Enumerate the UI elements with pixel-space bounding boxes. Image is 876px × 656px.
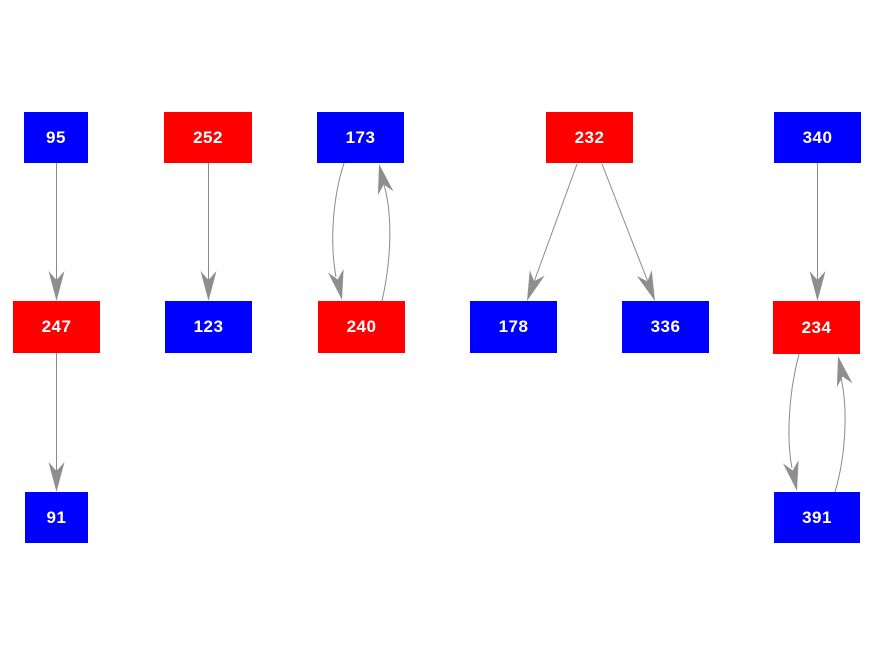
- graph-node-247: 247: [13, 301, 100, 353]
- edge-arrowhead-95-to-247: [48, 271, 65, 301]
- edge-line-232-to-178: [533, 163, 578, 283]
- graph-node-95: 95: [24, 112, 88, 163]
- edge-arrowhead-232-to-178: [527, 270, 545, 301]
- graph-node-391: 391: [774, 492, 860, 543]
- graph-node-91: 91: [25, 492, 88, 543]
- graph-node-336: 336: [622, 301, 709, 353]
- graph-node-label: 240: [346, 317, 377, 336]
- graph-node-label: 123: [193, 317, 224, 336]
- edge-arrowhead-232-to-336: [636, 270, 655, 301]
- edge-arrowhead-391-to-234: [836, 356, 853, 388]
- edge-arrowhead-240-to-173: [377, 164, 394, 196]
- graph-node-340: 340: [774, 112, 861, 163]
- edge-arrowhead-247-to-91: [48, 462, 65, 492]
- graph-node-label: 173: [345, 127, 376, 147]
- edge-arrowhead-340-to-234: [809, 271, 826, 301]
- graph-node-label: 340: [802, 127, 833, 147]
- graph-node-label: 234: [801, 317, 832, 337]
- edge-line-234-to-391: [788, 353, 800, 469]
- graph-node-123: 123: [165, 301, 252, 353]
- graph-node-232: 232: [546, 112, 633, 163]
- edge-arrowhead-234-to-391: [782, 459, 799, 491]
- graph-node-178: 178: [470, 301, 557, 353]
- graph-node-252: 252: [164, 112, 252, 163]
- edge-arrowhead-173-to-240: [327, 268, 344, 300]
- graph-node-label: 247: [41, 317, 72, 336]
- graph-node-label: 252: [193, 127, 223, 147]
- edge-line-391-to-234: [834, 377, 846, 493]
- graph-node-234: 234: [773, 301, 860, 354]
- edge-line-232-to-336: [601, 163, 649, 283]
- edge-line-173-to-240: [332, 162, 345, 278]
- graph-node-173: 173: [317, 112, 404, 163]
- graph-node-label: 336: [650, 317, 681, 336]
- graph-node-label: 178: [498, 317, 529, 336]
- edge-arrowhead-252-to-123: [200, 271, 217, 301]
- graph-node-label: 232: [574, 127, 605, 147]
- graph-node-240: 240: [318, 301, 405, 353]
- graph-node-label: 391: [802, 507, 832, 527]
- graph-node-label: 91: [46, 507, 67, 527]
- edge-line-240-to-173: [381, 184, 391, 302]
- graph-node-label: 95: [46, 127, 66, 147]
